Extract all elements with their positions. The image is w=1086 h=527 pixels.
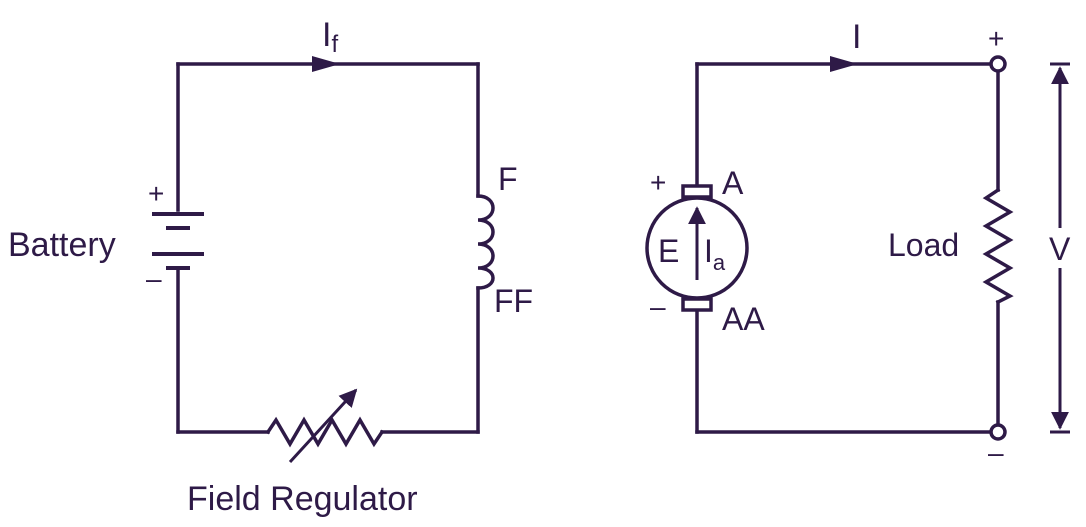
armature-bottom-brush <box>681 297 713 312</box>
negative-terminal <box>989 423 1007 441</box>
field-regulator-arrow <box>288 388 358 464</box>
field-regulator-label: Field Regulator <box>187 480 418 518</box>
winding-top-label: F <box>498 161 518 197</box>
field-winding-coil <box>476 194 495 290</box>
field-circuit: If + – Battery F FF Field Regulator <box>8 16 533 518</box>
voltage-label-backdrop <box>1046 228 1074 268</box>
terminal-minus-sign: – <box>988 437 1004 468</box>
armature-bottom-label: AA <box>722 301 765 337</box>
terminal-plus-sign: + <box>988 23 1004 54</box>
armature-top-label: A <box>722 165 744 201</box>
voltage-label: V <box>1049 231 1071 267</box>
positive-terminal <box>989 55 1007 73</box>
field-current-label: If <box>322 16 338 58</box>
load-resistor <box>982 187 1014 305</box>
load-current-arrow <box>830 56 858 72</box>
battery-minus-sign: – <box>146 263 162 294</box>
battery-symbol <box>152 212 204 270</box>
battery-plus-sign: + <box>148 178 164 209</box>
emf-label: E <box>658 233 679 269</box>
winding-bottom-label: FF <box>494 283 533 319</box>
load-current-label: I <box>852 18 861 56</box>
armature-plus-sign: + <box>650 167 666 198</box>
armature-top-brush <box>681 184 713 199</box>
armature-current-label: Ia <box>704 233 726 275</box>
armature-minus-sign: – <box>650 291 666 322</box>
armature-circuit: I E Ia + – A AA Load + – V <box>645 18 1074 468</box>
field-regulator-resistor <box>265 416 385 448</box>
battery-label: Battery <box>8 226 116 264</box>
field-current-arrow <box>312 56 340 72</box>
load-label: Load <box>888 227 959 263</box>
